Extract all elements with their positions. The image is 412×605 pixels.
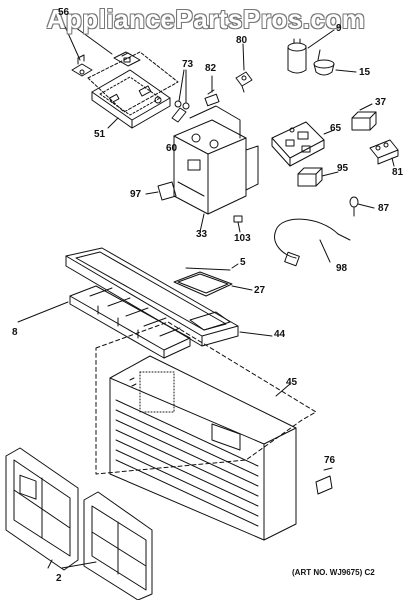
part-98-power-cord (274, 218, 351, 267)
art-number: (ART NO. WJ9675) C2 (292, 568, 375, 577)
part-44-grille-frame (65, 247, 273, 347)
watermark-text: AppliancePartsPros.com (46, 4, 366, 34)
callout-76: 76 (324, 455, 336, 466)
part-65-circuit-board (271, 121, 335, 167)
callout-103: 103 (234, 233, 251, 244)
part-82-clip (204, 75, 220, 107)
part-2-leader-lines (47, 559, 97, 569)
leader-lines (317, 49, 321, 61)
callout-44: 44 (274, 329, 286, 340)
callout-73: 73 (182, 59, 194, 70)
callout-87: 87 (378, 203, 390, 214)
part-73-screws (171, 69, 190, 123)
callout-8: 8 (12, 327, 18, 338)
part-87-thermistor (349, 196, 375, 217)
callout-2: 2 (56, 573, 62, 584)
part-80-bracket (235, 43, 253, 93)
part-97-plate (145, 181, 177, 201)
part-51-control-panel (87, 51, 179, 129)
part-45-front-panel (95, 321, 317, 541)
callout-98: 98 (336, 263, 348, 274)
callout-97: 97 (130, 189, 142, 200)
callout-82: 82 (205, 63, 217, 74)
callout-37: 37 (375, 97, 387, 108)
callout-95: 95 (337, 163, 349, 174)
part-2-filter-left (5, 447, 79, 571)
callout-5: 5 (240, 257, 246, 268)
part-2-filter-right (83, 491, 153, 601)
callout-80: 80 (236, 35, 248, 46)
callout-51: 51 (94, 129, 106, 140)
part-95-transformer (297, 167, 339, 187)
callout-81: 81 (392, 167, 404, 178)
part-15-strap (313, 59, 357, 76)
part-76-clip (315, 467, 333, 495)
callout-9: 9 (336, 23, 342, 34)
part-9-capacitor (287, 29, 335, 74)
part-5-retainer (185, 263, 239, 271)
callout-65: 65 (330, 123, 342, 134)
callout-33: 33 (196, 229, 208, 240)
part-8-louvers (17, 285, 191, 359)
part-81-terminal-block (369, 139, 399, 167)
part-33-control-box (173, 105, 259, 233)
callout-56: 56 (58, 7, 70, 18)
part-37-relay (351, 103, 377, 131)
callout-60: 60 (166, 143, 178, 154)
part-103-terminal (233, 215, 243, 233)
part-27-door (173, 271, 253, 297)
callout-45: 45 (286, 377, 298, 388)
callout-27: 27 (254, 285, 266, 296)
callout-15: 15 (359, 67, 371, 78)
